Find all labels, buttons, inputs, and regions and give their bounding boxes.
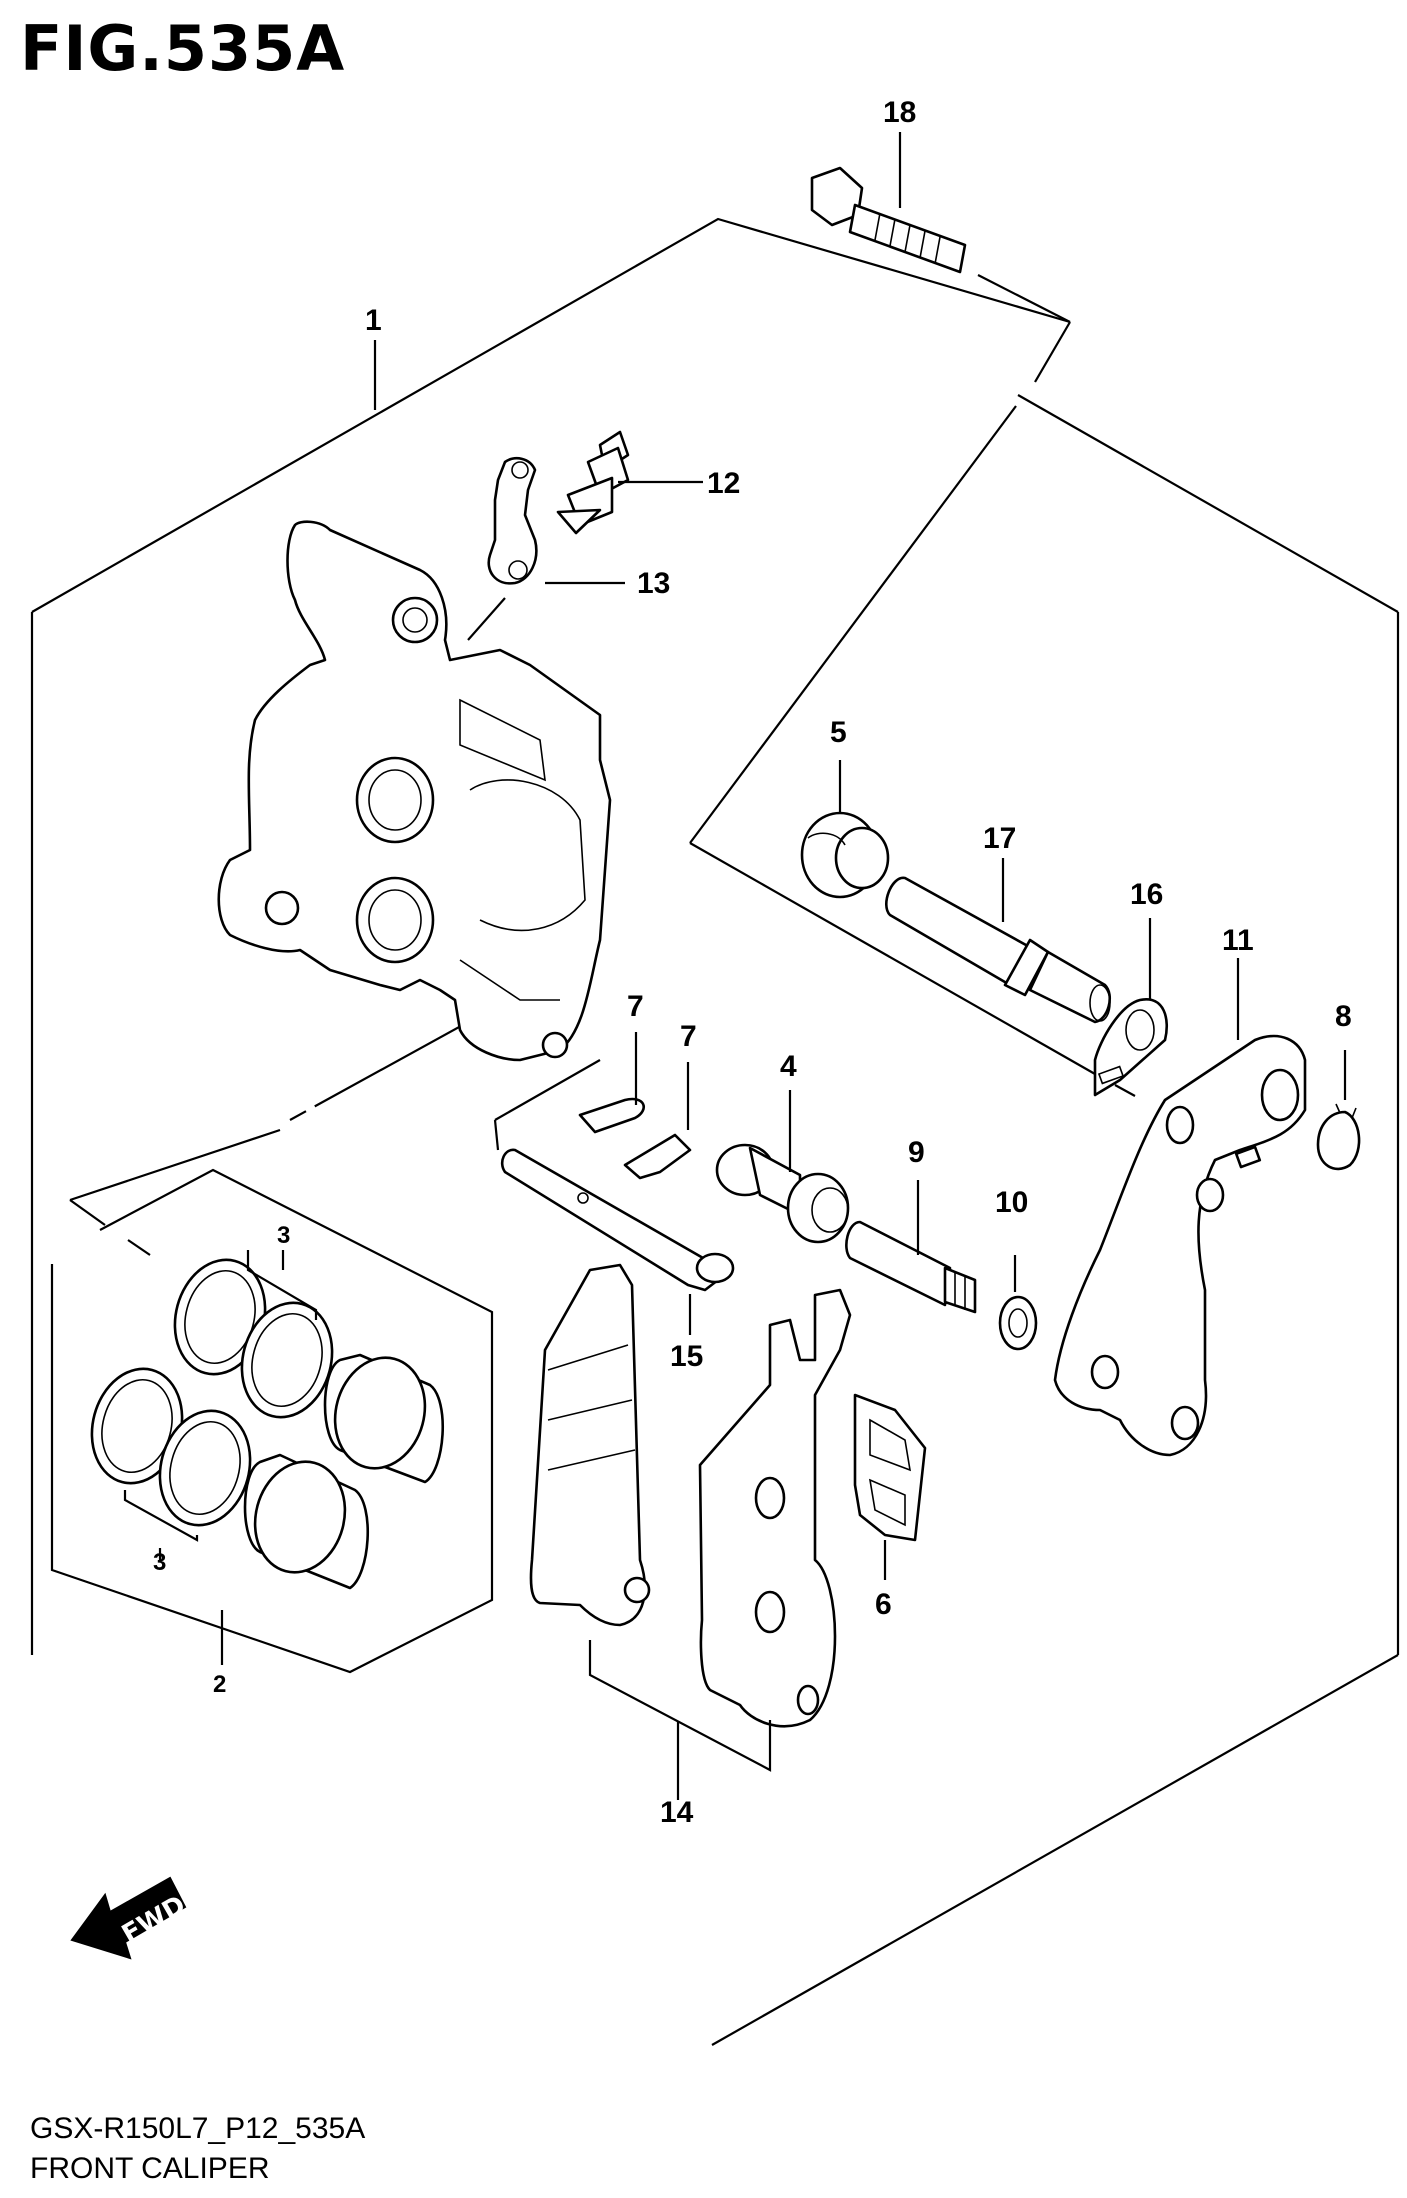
pin-boot [800,760,890,899]
sleeve-bolt [845,1180,977,1314]
callout-2: 2 [213,1671,226,1698]
callout-3b: 3 [153,1549,166,1576]
callout-4: 4 [780,1050,797,1083]
callout-3a: 3 [277,1222,290,1249]
caliper-bolt [810,132,1071,323]
callout-13: 13 [637,567,670,600]
callout-9: 9 [908,1136,925,1169]
callout-16: 16 [1130,878,1163,911]
callout-5: 5 [830,716,847,749]
callout-1: 1 [365,304,382,337]
guide-bolt [715,1090,850,1244]
callout-18: 18 [883,96,916,129]
piston-kit-box [50,1168,494,1674]
bleeder-valve [556,430,703,535]
callout-12: 12 [707,467,740,500]
callout-10: 10 [995,1186,1028,1219]
slide-pin [885,858,1111,1024]
assembly-outline [30,217,1400,2046]
callout-15: 15 [670,1340,703,1373]
bleeder-cap [467,456,625,641]
brake-pads [529,1263,852,1800]
pad-pin [500,1148,735,1335]
callout-14: 14 [660,1796,694,1829]
pad-shim [853,1393,927,1580]
callout-7a: 7 [627,990,644,1023]
caliper-body [217,520,612,1062]
spring-plate [1093,918,1169,1097]
pad-pin-clip [578,1032,692,1180]
callout-8: 8 [1335,1000,1352,1033]
forward-direction-arrow: FWD [70,1876,191,1960]
caliper-bracket [1053,958,1307,1457]
circlip [1316,1050,1361,1171]
washer [998,1255,1038,1351]
figure-name: FRONT CALIPER [30,2152,270,2185]
callout-labels: 1 2 3 3 4 5 6 7 7 8 9 10 11 12 13 14 15 … [153,96,1352,1829]
model-code: GSX-R150L7_P12_535A [30,2112,366,2145]
callout-6: 6 [875,1588,892,1621]
callout-17: 17 [983,822,1016,855]
piston-seals [90,1250,334,1560]
callout-11: 11 [1222,924,1254,957]
pistons [243,1353,445,1590]
figure-title: FIG.535A [20,12,346,85]
callout-7b: 7 [680,1020,697,1053]
